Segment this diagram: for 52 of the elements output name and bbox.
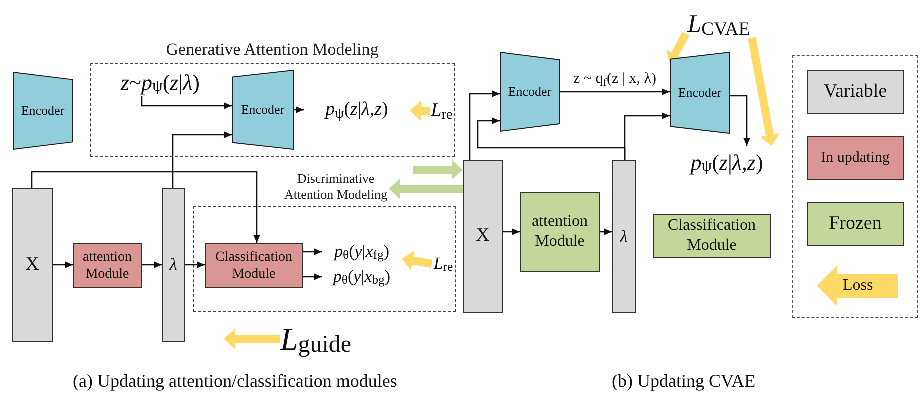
arrow <box>560 88 670 96</box>
variable-bar: λ <box>162 188 185 342</box>
encoder-trapezoid: Encoder <box>13 72 73 150</box>
encoder-trapezoid: Encoder <box>232 70 294 150</box>
arrow <box>31 171 260 243</box>
variable-bar: X <box>463 160 503 313</box>
formula-text: z~p$_{ψ}$(z|λ) <box>93 68 228 96</box>
arrow <box>185 262 205 268</box>
formula-text: p$_{θ}$(y|x$_{fg}$) <box>322 240 402 264</box>
variable-bar: λ <box>612 160 636 313</box>
block-arrow <box>224 329 280 349</box>
legend-text: In updating <box>821 148 890 168</box>
legend-text: Frozen <box>829 212 882 236</box>
block-arrow <box>410 101 430 121</box>
formula-text: p$_{θ}$(y|x$_{bg}$) <box>322 265 402 289</box>
edge-label: z ~ q$_{f}$(z | x, λ) <box>572 70 658 88</box>
encoder-trapezoid: Encoder <box>670 52 730 134</box>
block-arrow <box>389 179 463 199</box>
block-arrow <box>413 160 463 180</box>
arrow <box>624 112 670 160</box>
block-arrow <box>402 250 433 271</box>
arrow <box>141 96 232 110</box>
formula-text: L$_{re}$ <box>432 250 455 278</box>
arrow <box>303 274 322 280</box>
block-arrow <box>748 37 780 146</box>
legend-text: Loss <box>843 276 874 296</box>
arrow <box>469 90 500 160</box>
module-box: attention Module <box>520 192 600 272</box>
arrow <box>172 132 232 188</box>
formula-text: p$_{ψ}$(z|λ,z) <box>666 146 788 178</box>
module-box: attention Module <box>73 243 142 288</box>
module-box: Classification Module <box>653 214 771 258</box>
region-heading: Generative Attention Modeling <box>165 39 380 61</box>
arrow <box>503 228 520 236</box>
arrow <box>142 262 162 268</box>
arrow <box>730 95 750 146</box>
block-arrow <box>666 32 690 64</box>
encoder-trapezoid: Encoder <box>500 52 560 132</box>
arrow <box>600 228 612 236</box>
arrow <box>53 262 73 268</box>
formula-text: L$_{re}$ <box>430 96 454 126</box>
variable-bar: X <box>12 188 53 342</box>
arrow <box>303 248 322 256</box>
module-box: Classification Module <box>205 243 303 288</box>
arrow <box>294 106 304 114</box>
caption-text: (a) Updating attention/classification modules <box>73 370 398 393</box>
legend-text: Variable <box>824 80 888 104</box>
formula-text: L$_{guide}$ <box>280 318 352 360</box>
region-heading: Discriminative Attention Modeling <box>284 171 388 203</box>
formula-text: p$_{ψ}$(z|λ,z) <box>304 96 410 124</box>
caption-text: (b) Updating CVAE <box>612 370 756 393</box>
formula-text: L$_{CVAE}$ <box>686 6 752 44</box>
